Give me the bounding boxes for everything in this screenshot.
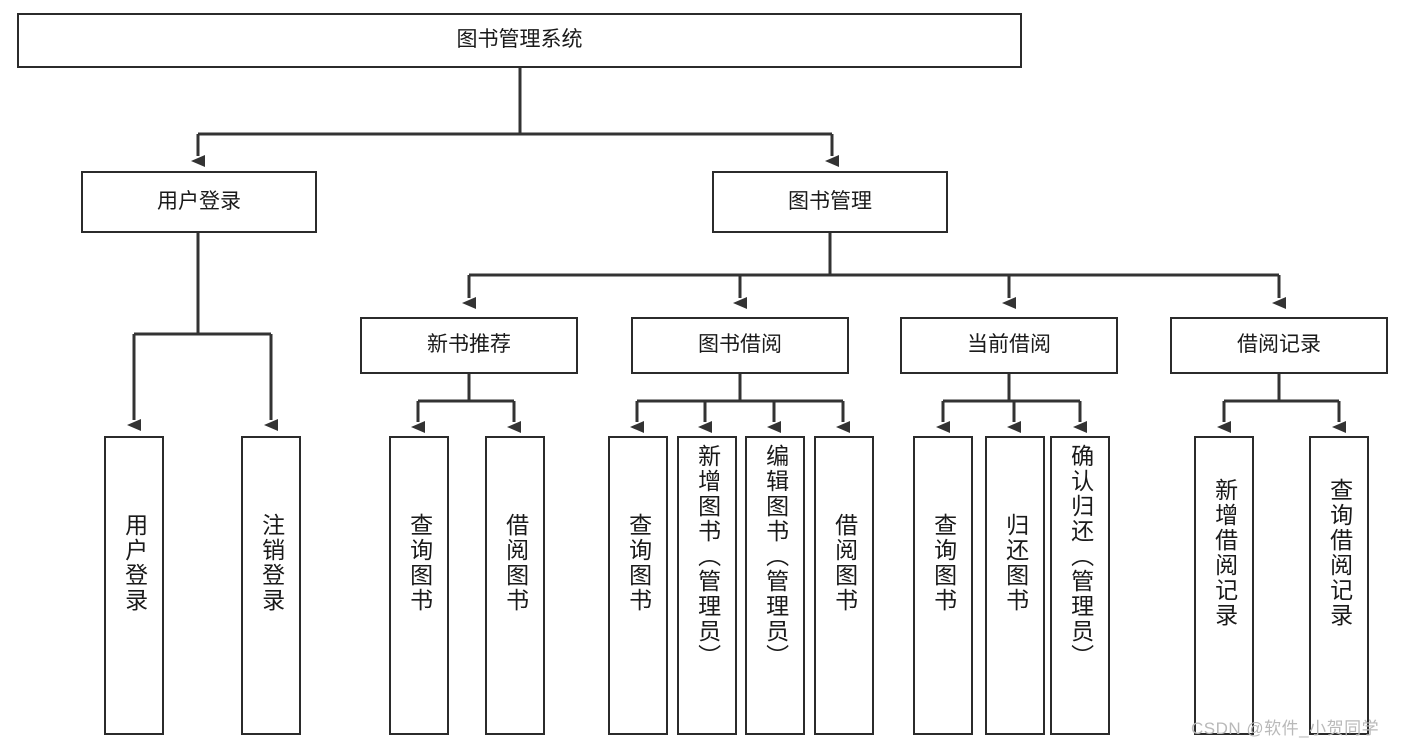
leaf-new-book-borrow[interactable]: 借阅图书 <box>485 436 545 735</box>
node-label: 图书管理 <box>788 189 872 213</box>
node-label: 借阅图书 <box>502 513 529 613</box>
node-label: 用户登录 <box>157 189 241 213</box>
node-label: 查询图书 <box>625 513 652 613</box>
leaf-current-borrow-query[interactable]: 查询图书 <box>913 436 973 735</box>
node-label: 确认归还（管理员） <box>1067 444 1094 669</box>
node-borrow-record[interactable]: 借阅记录 <box>1170 317 1388 374</box>
leaf-book-borrow-query[interactable]: 查询图书 <box>608 436 668 735</box>
leaf-borrow-record-add[interactable]: 新增借阅记录 <box>1194 436 1254 735</box>
node-root-system[interactable]: 图书管理系统 <box>17 13 1022 68</box>
node-label: 查询图书 <box>930 513 957 613</box>
node-label: 新书推荐 <box>427 333 511 357</box>
node-current-borrow[interactable]: 当前借阅 <box>900 317 1118 374</box>
leaf-user-login-logout[interactable]: 注销登录 <box>241 436 301 735</box>
node-book-management[interactable]: 图书管理 <box>712 171 948 233</box>
node-book-borrow[interactable]: 图书借阅 <box>631 317 849 374</box>
node-label: 借阅图书 <box>831 513 858 613</box>
node-label: 编辑图书（管理员） <box>762 444 789 669</box>
leaf-current-borrow-return[interactable]: 归还图书 <box>985 436 1045 735</box>
node-label: 查询借阅记录 <box>1326 478 1353 628</box>
node-label: 当前借阅 <box>967 333 1051 357</box>
node-label: 注销登录 <box>258 513 285 613</box>
leaf-user-login-login[interactable]: 用户登录 <box>104 436 164 735</box>
node-label: 用户登录 <box>121 513 148 613</box>
node-label: 新增借阅记录 <box>1211 478 1238 628</box>
node-label: 借阅记录 <box>1237 333 1321 357</box>
leaf-new-book-query[interactable]: 查询图书 <box>389 436 449 735</box>
node-label: 归还图书 <box>1002 513 1029 613</box>
leaf-book-borrow-edit[interactable]: 编辑图书（管理员） <box>745 436 805 735</box>
leaf-book-borrow-borrow[interactable]: 借阅图书 <box>814 436 874 735</box>
leaf-book-borrow-add[interactable]: 新增图书（管理员） <box>677 436 737 735</box>
node-user-login[interactable]: 用户登录 <box>81 171 317 233</box>
leaf-borrow-record-query[interactable]: 查询借阅记录 <box>1309 436 1369 735</box>
node-label: 新增图书（管理员） <box>694 444 721 669</box>
node-label: 图书管理系统 <box>456 28 583 52</box>
node-label: 查询图书 <box>406 513 433 613</box>
node-label: 图书借阅 <box>698 333 782 357</box>
leaf-current-borrow-confirm[interactable]: 确认归还（管理员） <box>1050 436 1110 735</box>
node-new-book-recommend[interactable]: 新书推荐 <box>360 317 578 374</box>
